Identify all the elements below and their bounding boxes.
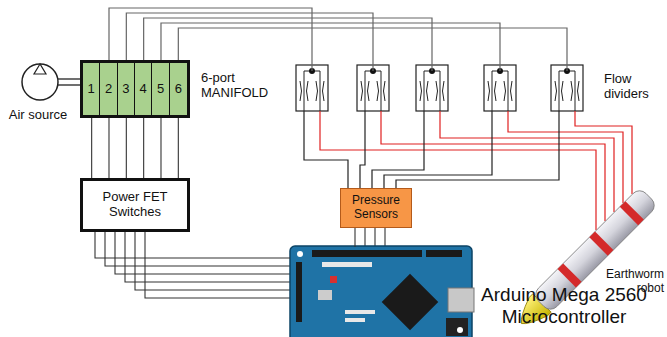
arduino-board: [318, 290, 332, 300]
flow-divider-symbols: [357, 65, 389, 111]
arduino-board: [296, 262, 302, 322]
sensor-to-arduino-wires: [365, 225, 385, 247]
arduino-board: [322, 262, 372, 267]
robot-label: Earthworm robot: [602, 268, 664, 296]
divider-output-tubes: [360, 111, 365, 188]
arduino-board: [290, 246, 472, 337]
fet-switch-box: Power FET Switches: [80, 178, 190, 232]
divider-output-tubes: [320, 111, 596, 230]
arduino-board: [426, 250, 462, 257]
divider-output-tubes: [508, 111, 623, 203]
divider-output-tubes: [396, 111, 559, 188]
manifold-port: 5: [152, 63, 169, 115]
air-source-symbol: [22, 64, 80, 100]
air-source-symbol: [58, 78, 80, 79]
flow-divider-symbols: [357, 65, 389, 111]
arduino-board: [446, 318, 468, 336]
manifold-port: 4: [135, 63, 152, 115]
flow-divider-symbols: [296, 65, 583, 111]
manifold-port: 6: [170, 63, 187, 115]
node-label: 1: [88, 82, 95, 97]
manifold-to-divider-wires: [178, 28, 567, 71]
flow-divider-symbols: [416, 65, 448, 111]
earthworm-robot: [558, 263, 582, 287]
flow-divider-symbols: [484, 65, 516, 111]
air-source-symbol: [22, 64, 58, 100]
earthworm-robot: [620, 201, 644, 225]
arduino-board: [330, 276, 337, 283]
divider-output-tubes: [372, 111, 424, 188]
pressure-sensor-box: Pressure Sensors: [340, 188, 412, 228]
wire-connector: [354, 228, 355, 247]
node-label: 3: [122, 82, 129, 97]
wire-connector: [95, 232, 290, 258]
arduino-board: [448, 288, 474, 312]
arduino-board: [290, 246, 474, 337]
sensor-to-arduino-wires: [364, 225, 365, 247]
node-label: 4: [140, 82, 147, 97]
flow-divider-label: Flow dividers: [604, 72, 664, 102]
node-heading: Arduino Mega 2560 Microcontroller: [478, 284, 650, 328]
flow-divider-symbols: [361, 71, 385, 111]
wire-connector: [178, 115, 179, 178]
divider-output-tubes: [304, 111, 632, 230]
arduino-board: [297, 251, 303, 257]
flow-divider-symbols: [300, 71, 324, 111]
fet-to-arduino-wires: [135, 232, 290, 290]
wire-connector: [160, 115, 161, 178]
fet-to-arduino-wires: [115, 232, 290, 274]
node-label: 2: [105, 82, 112, 97]
manifold-port: 1: [83, 63, 100, 115]
node-heading: 6-port MANIFOLD: [201, 71, 281, 101]
node-label: Power FET Switches: [86, 190, 184, 220]
flow-divider-symbols: [555, 71, 579, 111]
flow-divider-symbols: [484, 65, 516, 111]
arduino-board: [345, 318, 365, 322]
divider-output-tubes: [575, 111, 632, 194]
flow-divider-symbols: [420, 71, 444, 111]
flow-divider-symbols: [296, 65, 328, 111]
arduino-board: [457, 327, 463, 333]
manifold-port: 2: [100, 63, 117, 115]
wire-connector: [126, 115, 127, 178]
flow-divider-symbols: [488, 71, 512, 111]
node-label: 5: [157, 82, 164, 97]
arduino-board: [382, 274, 439, 331]
flow-divider-symbols: [296, 65, 328, 111]
arduino-board: [312, 250, 422, 257]
divider-output-tubes: [384, 111, 492, 188]
wire-connector: [143, 115, 144, 178]
flow-divider-symbols: [416, 65, 448, 111]
sensor-to-arduino-wires: [384, 225, 385, 247]
microcontroller-board: Arduino Mega 2560 Microcontroller: [290, 246, 472, 337]
earthworm-robot: [589, 232, 613, 256]
fet-to-arduino-wires: [125, 232, 290, 282]
node-label: 6: [175, 82, 182, 97]
wire-connector: [108, 115, 109, 178]
sensor-to-arduino-wires: [374, 225, 375, 247]
manifold-to-divider-wires: [161, 23, 500, 71]
wire-connector: [91, 115, 92, 178]
fet-to-arduino-wires: [145, 232, 290, 298]
air-source-label: Air source: [8, 108, 68, 123]
air-source-symbol: [34, 64, 46, 74]
divider-output-tubes: [381, 111, 605, 221]
flow-divider-symbols: [551, 65, 583, 111]
fet-to-arduino-wires: [105, 232, 290, 266]
air-source-symbol: [58, 84, 80, 85]
manifold-box: 1234566-port MANIFOLD: [80, 60, 190, 118]
arduino-board: [345, 310, 375, 314]
flow-divider-symbols: [551, 65, 583, 111]
manifold-port: 3: [118, 63, 135, 115]
node-label: Pressure Sensors: [344, 194, 408, 222]
fet-to-arduino-wires: [105, 232, 290, 298]
